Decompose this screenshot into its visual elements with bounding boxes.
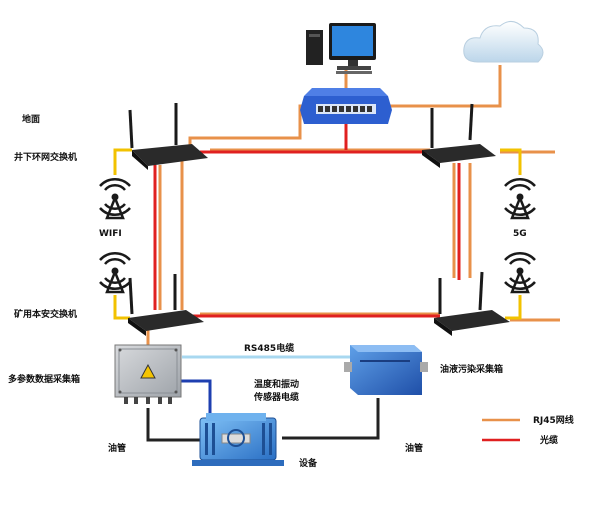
label-sensor-cable-1: 温度和振动	[254, 378, 299, 390]
rj45-hub-to-left-switch	[188, 104, 306, 147]
oil-pipe-left	[146, 408, 205, 442]
legend-label-rj45: RJ45网线	[533, 414, 574, 426]
antenna-link-left-top	[113, 148, 132, 175]
cloud-icon	[463, 21, 544, 63]
label-equipment: 设备	[299, 457, 318, 469]
sensor-cable	[180, 379, 212, 418]
warning-icon	[140, 363, 156, 379]
oil-box-icon	[344, 345, 428, 395]
label-wifi: WIFI	[99, 229, 122, 239]
network-hub-icon	[300, 88, 392, 124]
legend-swatches	[482, 418, 520, 442]
wifi-tower-top-icon	[99, 177, 131, 220]
labels: 地面 井下环网交换机 WIFI 5G 矿用本安交换机 多参数数据采集箱 RS48…	[8, 113, 574, 469]
label-oil-pipe-right: 油管	[405, 442, 423, 454]
label-rs485: RS485电缆	[244, 342, 294, 354]
label-safe-switch: 矿用本安交换机	[14, 308, 77, 320]
label-ring-switch: 井下环网交换机	[14, 151, 77, 163]
oil-pipe-right	[282, 398, 380, 440]
label-oil-pipe-left: 油管	[108, 442, 126, 454]
connection-lines	[113, 65, 560, 442]
label-ground: 地面	[22, 113, 40, 125]
safe-switch-left-icon	[128, 274, 204, 336]
ring-switch-left-icon	[128, 103, 208, 170]
legend-label-fiber: 光缆	[539, 434, 558, 446]
computer-icon	[306, 23, 376, 74]
gearbox-equipment-icon	[192, 413, 284, 466]
label-sensor-cable-2: 传感器电缆	[253, 391, 299, 403]
antenna-link-right-bottom	[505, 295, 522, 320]
ring-switch-right-icon	[422, 103, 496, 168]
g5-tower-top-icon	[504, 177, 536, 220]
wifi-tower-bottom-icon	[99, 251, 131, 294]
label-oil-box: 油液污染采集箱	[440, 363, 503, 375]
label-5g: 5G	[513, 229, 527, 239]
safe-switch-right-icon	[434, 271, 510, 336]
label-multi-box: 多参数数据采集箱	[8, 373, 80, 385]
multi-param-box-icon	[114, 344, 182, 404]
antenna-link-left-bottom	[113, 295, 130, 320]
antenna-link-right-top	[500, 148, 522, 175]
g5-tower-bottom-icon	[504, 251, 536, 294]
rj45-cloud-to-hub	[386, 65, 502, 108]
